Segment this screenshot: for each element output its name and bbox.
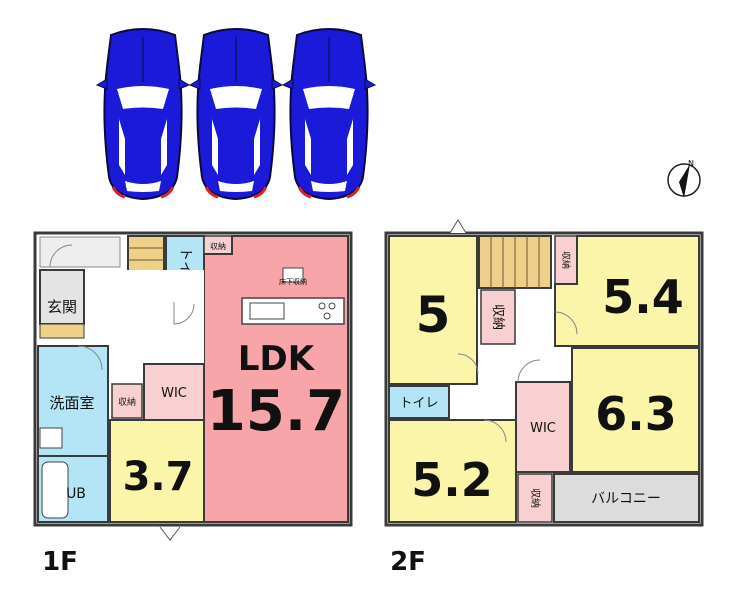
toilet-2f-label: トイレ: [399, 396, 438, 411]
entrance-step: [39, 323, 85, 339]
compass-north-label: N: [688, 159, 694, 168]
room-2f-nw: [388, 235, 478, 385]
ldk-label: LDK: [238, 339, 316, 379]
porch: [39, 236, 121, 268]
storage-2f-mid-label: 収納: [490, 304, 505, 330]
compass: N: [667, 159, 701, 198]
floor-2f: 5 収納 収納 5.4 トイレ WIC 6.3 5.2: [384, 219, 704, 577]
storage-2f-s-label: 収納: [529, 488, 542, 508]
storage-2f-s: [517, 473, 553, 523]
room-2f-ne-size: 5.4: [602, 270, 684, 324]
underfloor-storage: [282, 267, 304, 283]
car-icon: [281, 27, 377, 201]
storage-1f-small: [111, 383, 143, 419]
storage-1f-top-label: 収納: [210, 241, 226, 251]
ldk-size: 15.7: [207, 379, 345, 444]
compass-needle-icon: [679, 164, 690, 198]
toilet-2f: [388, 385, 450, 419]
kitchen-sink-icon: [249, 302, 285, 320]
storage-2f-mid: [480, 289, 516, 345]
room-2f-nw-size: 5: [416, 286, 451, 344]
storage-2f-ne-label: 収納: [560, 251, 572, 269]
porch-door-swing: [49, 244, 73, 268]
washroom-label: 洗面室: [49, 394, 94, 412]
car-icon: [188, 27, 284, 201]
floor-1f-label: 1F: [42, 547, 78, 577]
wic-2f: [515, 381, 571, 473]
room-2f-e: [571, 347, 700, 473]
room-1f-small: [109, 419, 205, 523]
parking-area: [95, 27, 377, 201]
washbasin-icon: [39, 427, 63, 449]
balcony-label: バルコニー: [591, 491, 661, 507]
floor-1f: 玄関 トイレ 収納 床下収納 LDK 15.7 洗面室: [33, 231, 353, 577]
room-2f-ne: [554, 235, 700, 347]
room-1f-small-size: 3.7: [123, 454, 194, 500]
bathtub-icon: [41, 461, 69, 519]
entrance-label: 玄関: [47, 298, 77, 316]
wic-1f: [143, 363, 205, 421]
room-2f-sw: [388, 419, 517, 523]
room-2f-e-size: 6.3: [595, 387, 677, 441]
storage-1f-small-label: 収納: [118, 396, 136, 408]
underfloor-storage-label: 床下収納: [279, 277, 307, 286]
wic-2f-label: WIC: [530, 421, 556, 436]
room-2f-sw-size: 5.2: [411, 453, 493, 507]
balcony: [553, 473, 700, 523]
floor-2f-label: 2F: [390, 547, 426, 577]
bath-label: UB: [66, 486, 86, 502]
car-icon: [95, 27, 191, 201]
wic-1f-label: WIC: [161, 386, 187, 401]
